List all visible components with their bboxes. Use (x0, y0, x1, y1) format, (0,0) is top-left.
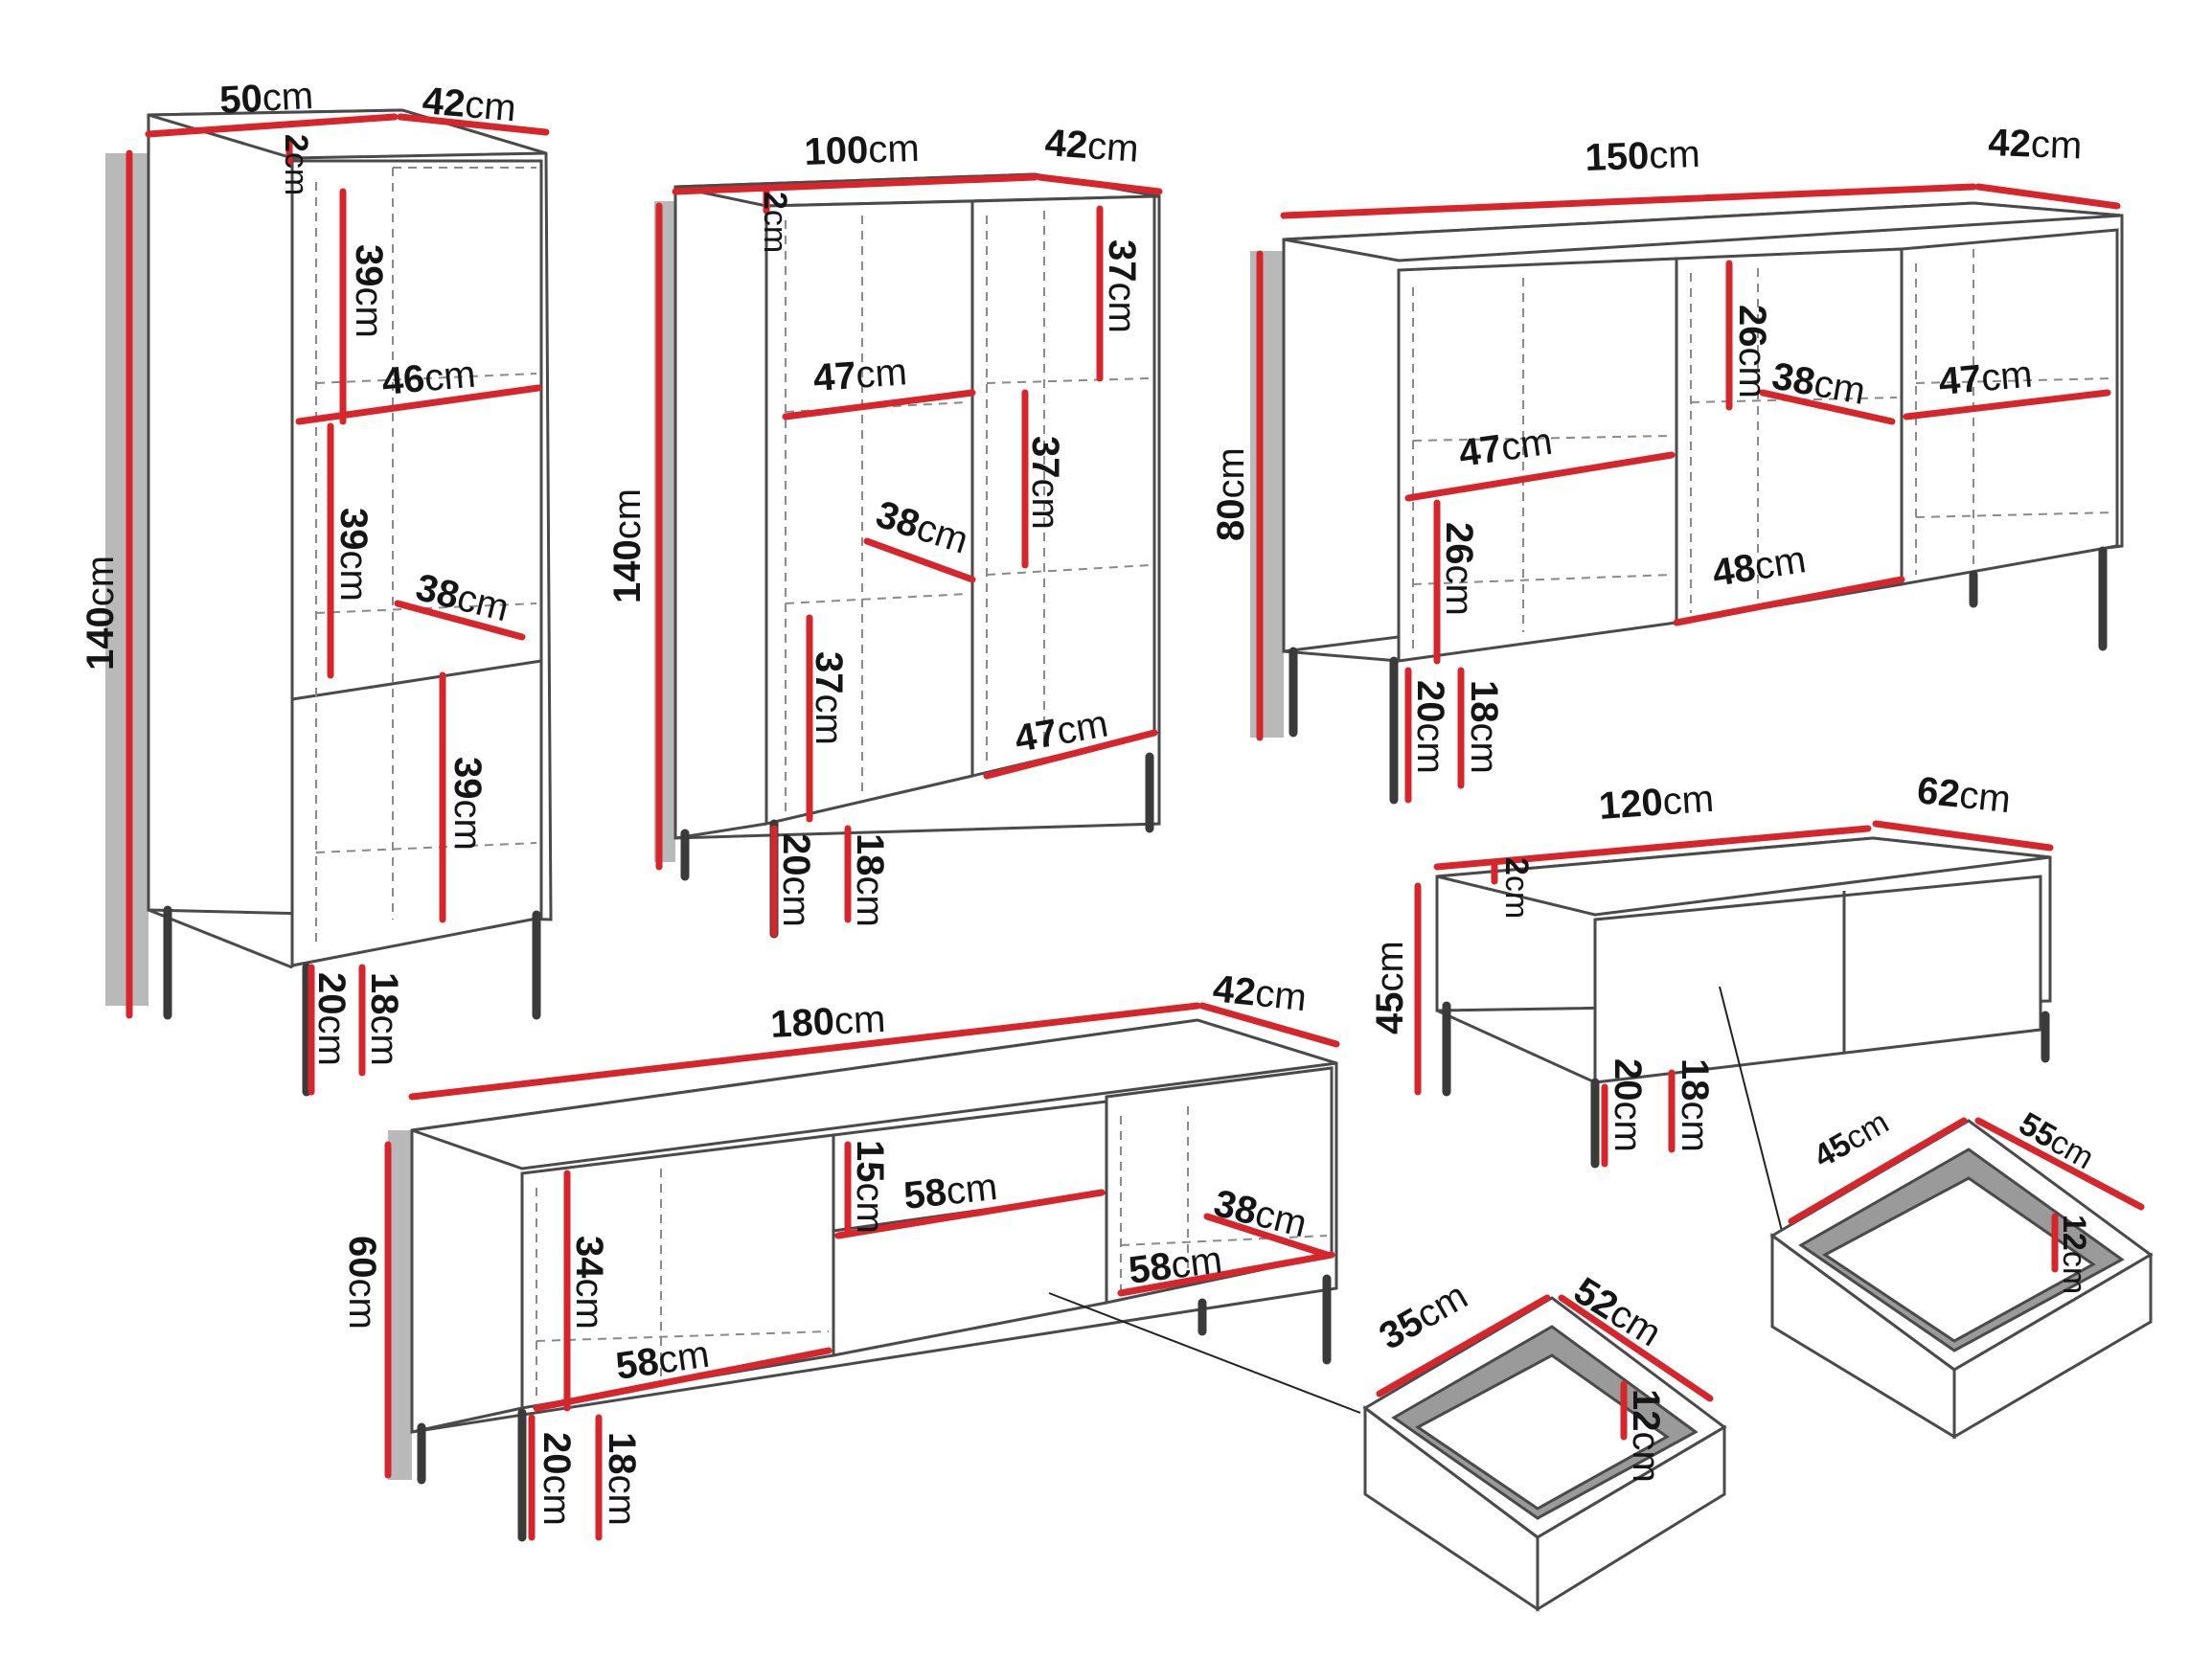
highboard-top-label: 2cm (757, 192, 793, 253)
tv-stand-depth-label: 42cm (1211, 967, 1309, 1019)
tv-stand-leg-label: 20cm (536, 1432, 578, 1526)
coffee-table-leg-label: 20cm (1607, 1058, 1649, 1152)
highboard-leg-label: 20cm (775, 833, 817, 927)
bookcase-leg-label: 20cm (310, 972, 353, 1066)
sideboard-width-label: 150cm (1585, 133, 1701, 179)
bookcase-height-label: 140cm (80, 556, 122, 670)
coffee-drawer-dimensions (1788, 1117, 2145, 1273)
sideboard-mid-depth-label: 38cm (1768, 355, 1868, 413)
bookcase-depth-label: 42cm (421, 80, 517, 129)
coffee-table-depth-label: 62cm (1915, 769, 2013, 821)
tv-stand-clearance-label: 18cm (601, 1432, 643, 1526)
highboard-dimensions (655, 173, 1163, 938)
sideboard-drawing (1250, 201, 2124, 805)
tv-stand-left-height-label: 34cm (568, 1236, 610, 1329)
bookcase-width-label: 50cm (218, 75, 314, 122)
tv-drawer-drawing (1362, 1296, 1727, 1612)
tv-stand-dimensions (384, 1002, 1340, 1541)
bookcase-clearance-label: 18cm (363, 972, 405, 1066)
tv-stand-left-width-label: 58cm (613, 1333, 712, 1388)
coffee-table-drawing (1435, 836, 2052, 1169)
coffee-table-height-label: 45cm (1369, 941, 1411, 1034)
bookcase-shelf1-label: 39cm (348, 244, 390, 338)
coffee-drawer-drawing (1769, 1119, 2154, 1440)
tv-stand-width-label: 180cm (769, 998, 886, 1046)
coffee-table-top-label: 2cm (1498, 857, 1535, 919)
tv-stand-height-label: 60cm (341, 1236, 383, 1329)
highboard-drawing (654, 172, 1161, 939)
sideboard-left-width-label: 47cm (1456, 420, 1555, 475)
bookcase-drawing (105, 108, 553, 1097)
sideboard-mid-width-label: 48cm (1710, 538, 1810, 595)
sideboard-leg-label: 20cm (1409, 680, 1451, 774)
sideboard-dimensions (1256, 183, 2121, 804)
sideboard-clearance-label: 18cm (1463, 680, 1505, 774)
bookcase-lower-label: 39cm (446, 757, 489, 851)
highboard-depth-label: 42cm (1043, 122, 1140, 170)
coffee-table-clearance-label: 18cm (1674, 1058, 1716, 1152)
tv-drawer-height-label: 12cm (1625, 1389, 1667, 1483)
bookcase-shelf2-label: 39cm (332, 508, 375, 602)
highboard-height-label: 140cm (606, 489, 649, 603)
sideboard-depth-label: 42cm (1988, 122, 2083, 167)
coffee-drawer-depth-label: 45cm (1808, 1103, 1895, 1174)
bookcase-dimensions (125, 113, 550, 1096)
tv-stand-drawing (388, 1018, 1338, 1542)
bookcase-shelf-width-label: 46cm (380, 353, 477, 403)
sideboard-height-label: 80cm (1210, 447, 1252, 541)
highboard-width-label: 100cm (804, 127, 921, 173)
highboard-shelf-r1-label: 37cm (1101, 239, 1143, 333)
sideboard-right-width-label: 47cm (1937, 353, 2034, 403)
sideboard-mid-height-label: 26cm (1731, 305, 1773, 398)
sideboard-left-height-label: 26cm (1438, 522, 1480, 616)
tv-stand-niche-width-label: 58cm (901, 1166, 999, 1217)
coffee-table-dimensions (1414, 820, 2054, 1168)
highboard-shelf-width1-label: 47cm (812, 351, 909, 399)
coffee-drawer-leader (1719, 986, 1783, 1232)
tv-drawer-dimensions (1376, 1294, 1714, 1441)
coffee-drawer-height-label: 12cm (2056, 1215, 2092, 1294)
highboard-shelf-r2-label: 37cm (1024, 436, 1066, 530)
highboard-shelf-width2-label: 47cm (1012, 703, 1111, 761)
tv-stand-niche-height-label: 15cm (849, 1140, 891, 1234)
tv-drawer-leader (1048, 1292, 1361, 1414)
coffee-table-width-label: 120cm (1598, 778, 1716, 828)
highboard-shelf-l3-label: 37cm (808, 651, 850, 745)
tv-stand-right-width-label: 58cm (1127, 1239, 1224, 1292)
bookcase-top-label: 2cm (278, 134, 314, 195)
highboard-clearance-label: 18cm (849, 833, 891, 927)
